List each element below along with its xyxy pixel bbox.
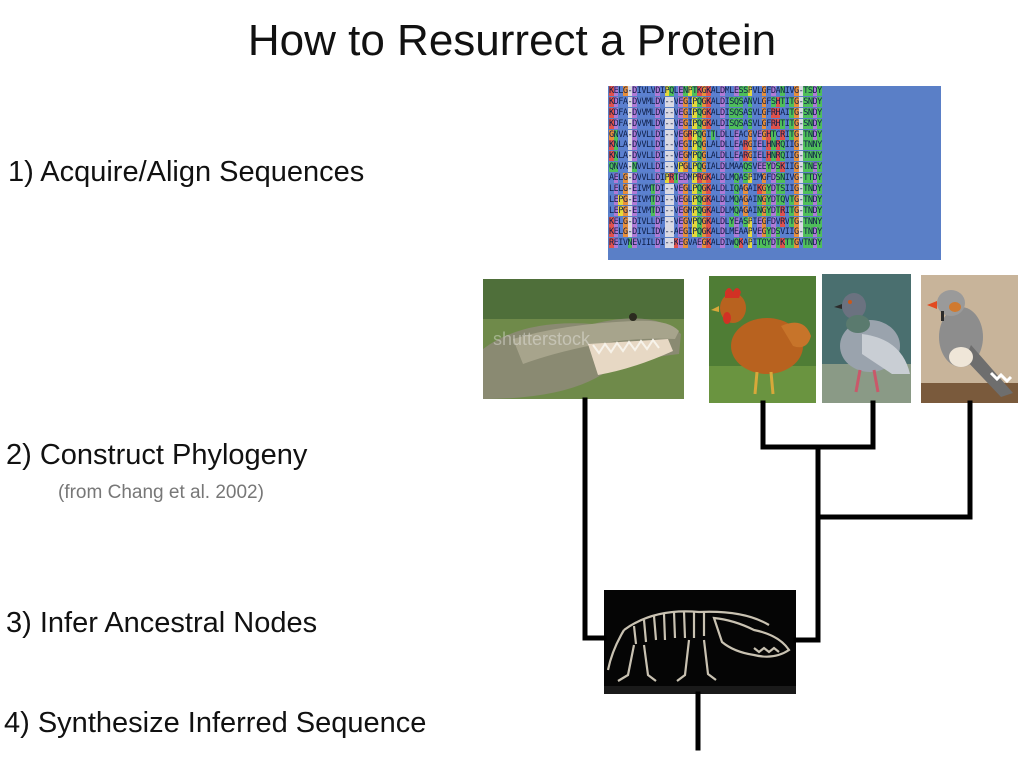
alignment-row: LELG-EIVMTDI--VEGLPQGKALDLIQAGAIKGYDTSII… (609, 183, 822, 194)
alignment-row: KDFA-DVVMLDV--VEGIPQGKALDISQSANVLGFSHTIT… (609, 96, 822, 107)
fossil-skeleton-photo (604, 590, 796, 694)
slide-title: How to Resurrect a Protein (247, 16, 777, 65)
chicken-photo (709, 276, 816, 403)
crocodile-photo: shutterstock (483, 279, 684, 399)
watermark-text: shutterstock (493, 329, 591, 349)
phylogeny-citation: (from Chang et al. 2002) (58, 482, 264, 503)
sequence-alignment: KELG-DIVLVDIPQLENPTKGKALDMLESSPVLGFDANIV… (608, 86, 941, 260)
step-infer-ancestral-nodes: 3) Infer Ancestral Nodes (6, 607, 318, 639)
alignment-row: KELG-DIVLIDV--AEGIPQGKALDLMEAAPVEGYDSVII… (609, 227, 822, 238)
alignment-row: REIVNEVIILDI--KEGVAEGKALDIWQKAPITQYDTKTT… (609, 238, 822, 249)
finch-photo (921, 275, 1018, 403)
step-construct-phylogeny: 2) Construct Phylogeny (6, 439, 308, 471)
step-acquire-align: 1) Acquire/Align Sequences (8, 156, 365, 188)
alignment-row: KELG-DIVLLDF--VEGVPQGKALDLYEASPIEGFDVRVT… (609, 216, 822, 227)
alignment-row: AELG-DVVLLDIPRTEDMPRGKALDLMQASPIMGFDSNIV… (609, 173, 822, 183)
alignment-row: GNVA-DVVLLDI--VEGRPQGITLDLLEACGVEGHTCRIT… (609, 129, 822, 140)
alignment-row: KDFA-DVVMLDV--VEGIPQGKALDISQSASVLGFRHTIT… (609, 118, 822, 129)
alignment-row: KDFA-DVVMLDV--VEGIPQGKALDISQSASVLGFRHAIT… (609, 107, 822, 118)
alignment-row: QNVA-NVVLLDI--VPGLPQGIALDLMAAQSVEEYDSKII… (609, 162, 822, 173)
step-synthesize-sequence: 4) Synthesize Inferred Sequence (4, 707, 427, 739)
alignment-row: LEPG-EIVMTDI--VEGMPQGKALDLMQAGAINGYDTRIT… (609, 205, 822, 216)
pigeon-photo (822, 274, 911, 403)
alignment-row: KELG-DIVLVDIPQLENPTKGKALDMLESSPVLGFDANIV… (609, 86, 822, 96)
alignment-row: LEPG-EIVMTDI--VEGLPQGKALDLMQAGAINGYDTQVT… (609, 194, 822, 205)
alignment-row: KNLA-DVVLLDI--VEGMPQGLALDLLEARGIELHNRQII… (609, 151, 822, 162)
alignment-row: KNLA-DVVLLDI--VEGIPQGLALDLLEARGIELHNRQII… (609, 140, 822, 151)
